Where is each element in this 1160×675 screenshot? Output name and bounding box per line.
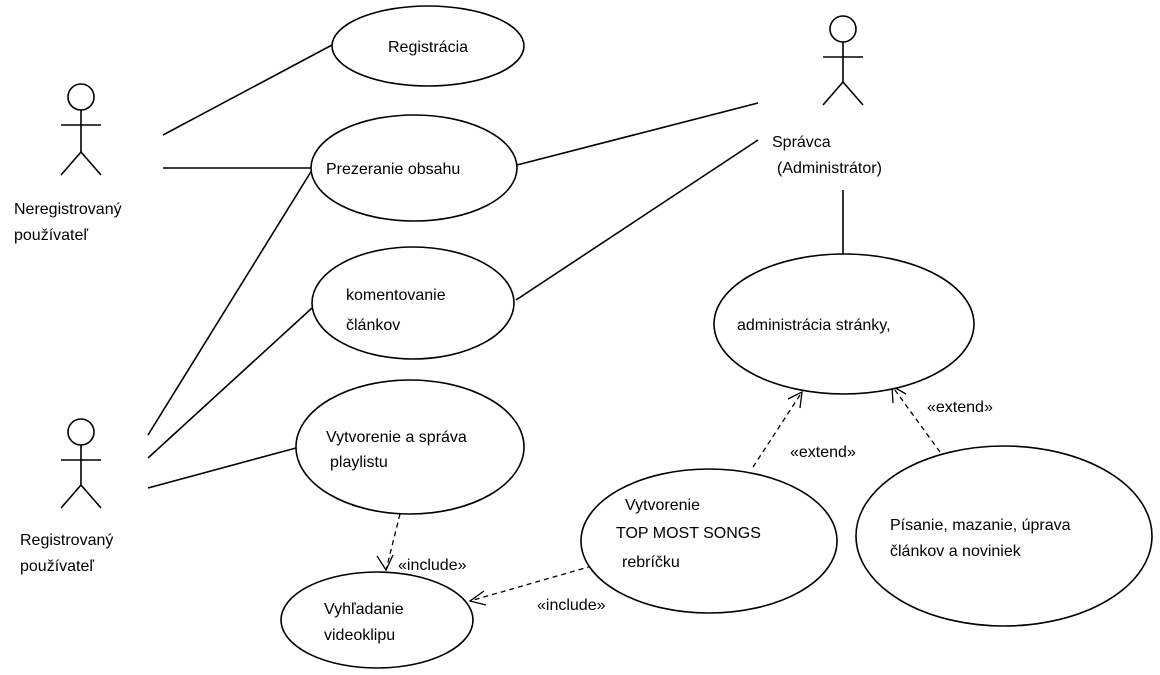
usecase-playlist-label-line1: Vytvorenie a správa xyxy=(326,429,467,446)
assoc-registered-browse xyxy=(147,169,313,436)
extend-writing-adminsite-line xyxy=(891,385,941,453)
usecase-top-label-line3: rebríčku xyxy=(622,554,680,571)
stereotype-include-top: «include» xyxy=(537,597,606,614)
usecase-top: Vytvorenie TOP MOST SONGS rebríčku xyxy=(580,468,838,614)
include-playlist-search-line xyxy=(385,513,401,571)
extend-top-adminsite-line xyxy=(752,391,803,468)
include-top-search-arrowhead xyxy=(468,590,487,606)
actor-admin-label-line2: (Administrátor) xyxy=(777,160,882,177)
usecase-search: Vyhľadanie videoklipu xyxy=(280,571,474,669)
actor-unregistered: Neregistrovaný používateľ xyxy=(14,83,122,244)
usecase-playlist: Vytvorenie a správa playlistu xyxy=(295,379,525,515)
extend-top-adminsite-arrowhead xyxy=(787,390,803,409)
usecase-comment-label-line2: článkov xyxy=(346,317,400,334)
include-top-search-line xyxy=(469,565,593,602)
actor-registered: Registrovaný používateľ xyxy=(20,418,113,575)
usecase-playlist-label-line2: playlistu xyxy=(330,454,388,471)
usecase-admin-site-label: administrácia stránky, xyxy=(737,317,891,334)
assoc-unregistered-registration xyxy=(162,44,333,136)
actor-registered-label-line2: používateľ xyxy=(20,558,94,575)
stereotype-include-playlist: «include» xyxy=(398,557,467,574)
associations xyxy=(147,44,844,489)
usecase-comment: komentovanie článkov xyxy=(311,246,515,360)
assoc-admin-comment xyxy=(515,139,759,301)
actor-registered-label-line1: Registrovaný xyxy=(20,532,113,549)
assoc-admin-browse xyxy=(516,102,759,166)
usecase-registration: Registrácia xyxy=(331,5,525,87)
usecase-search-label-line2: videoklipu xyxy=(324,627,395,644)
usecase-comment-label-line1: komentovanie xyxy=(346,287,446,304)
usecase-top-label-line1: Vytvorenie xyxy=(625,497,700,514)
usecase-top-label-line2: TOP MOST SONGS xyxy=(616,525,761,542)
usecase-admin-site: administrácia stránky, xyxy=(713,253,975,395)
stereotype-extend-top: «extend» xyxy=(790,444,856,461)
assoc-registered-playlist xyxy=(147,447,297,489)
actor-admin-label-line1: Správca xyxy=(772,134,831,151)
actor-admin: Správca (Administrátor) xyxy=(772,15,882,177)
usecase-writing-label-line2: článkov a noviniek xyxy=(890,543,1022,560)
actor-admin-figure xyxy=(822,15,864,106)
stereotype-extend-writing: «extend» xyxy=(927,399,993,416)
dependencies xyxy=(376,384,941,606)
usecase-browse: Prezeranie obsahu xyxy=(310,114,518,222)
usecase-search-label-line1: Vyhľadanie xyxy=(324,601,404,618)
assoc-registered-comment xyxy=(147,307,313,459)
actor-unregistered-label-line1: Neregistrovaný xyxy=(14,201,122,218)
include-playlist-search-arrowhead xyxy=(376,554,394,572)
actor-unregistered-label-line2: používateľ xyxy=(14,227,88,244)
usecase-registration-label: Registrácia xyxy=(388,39,468,56)
usecase-writing-label-line1: Písanie, mazanie, úprava xyxy=(890,517,1071,534)
actor-unregistered-figure xyxy=(60,83,102,176)
actor-registered-figure xyxy=(60,418,102,509)
usecase-browse-label: Prezeranie obsahu xyxy=(326,161,460,178)
usecase-writing: Písanie, mazanie, úprava článkov a novin… xyxy=(855,445,1153,627)
